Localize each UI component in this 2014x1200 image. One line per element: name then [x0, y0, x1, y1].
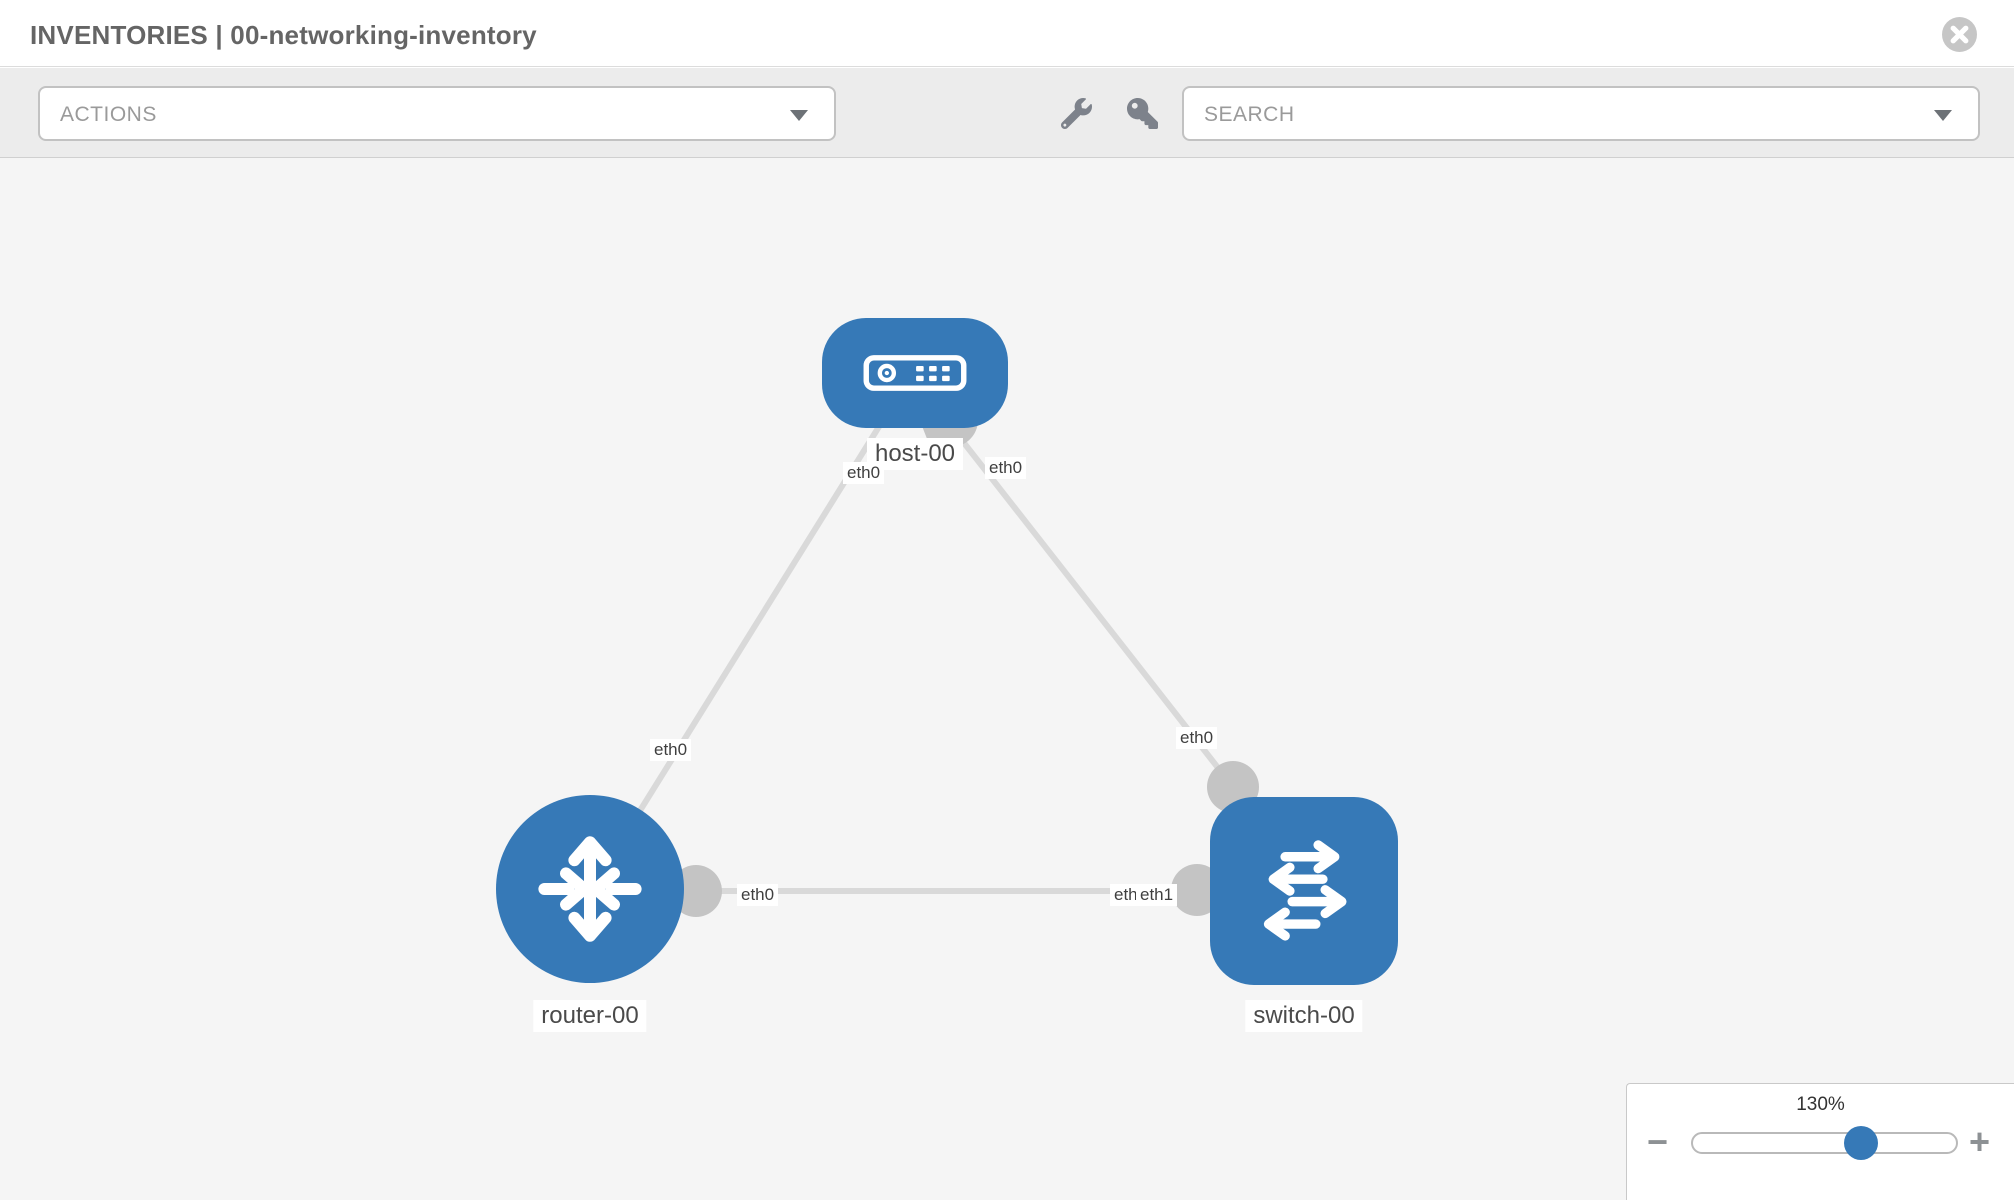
host-icon — [863, 355, 967, 391]
router-icon — [538, 836, 642, 942]
chevron-down-icon — [1934, 110, 1952, 121]
node-label-switch: switch-00 — [1245, 1000, 1363, 1032]
node-host-00[interactable] — [822, 318, 1008, 428]
interface-label-switch-left-eth1: eth1 — [1136, 884, 1178, 906]
header-bar: INVENTORIES | 00-networking-inventory — [0, 0, 2014, 67]
interface-label-host-right: eth0 — [985, 457, 1027, 479]
zoom-control-panel: 130% − + — [1626, 1083, 2014, 1200]
wrench-icon — [1060, 97, 1092, 129]
close-icon — [1950, 25, 1969, 44]
topology-canvas[interactable]: host-00 router-00 switch-00 eth0 eth0 et… — [0, 158, 2014, 1200]
interface-label-router-right: eth0 — [737, 884, 779, 906]
zoom-slider-handle[interactable] — [1844, 1126, 1878, 1160]
zoom-slider-track[interactable] — [1691, 1132, 1958, 1154]
key-icon — [1126, 97, 1158, 129]
tools-button[interactable] — [1059, 96, 1093, 130]
node-label-router: router-00 — [533, 1000, 647, 1032]
toolbar: ACTIONS SEARCH — [0, 68, 2014, 158]
close-button[interactable] — [1942, 17, 1977, 52]
topology-links-layer — [587, 393, 1304, 917]
zoom-in-button[interactable]: + — [1969, 1121, 1991, 1162]
link-host-switch[interactable] — [947, 423, 1236, 789]
chevron-down-icon — [790, 110, 808, 121]
page-title: INVENTORIES | 00-networking-inventory — [30, 20, 537, 50]
actions-dropdown-label: ACTIONS — [60, 103, 157, 126]
switch-icon — [1263, 840, 1347, 941]
search-dropdown[interactable]: SEARCH — [1182, 86, 1980, 141]
interface-label-host-left: eth0 — [843, 462, 885, 484]
node-switch-00[interactable] — [1210, 797, 1398, 985]
port-tail-host — [922, 426, 948, 449]
interface-label-switch-top: eth0 — [1176, 727, 1218, 749]
search-dropdown-label: SEARCH — [1204, 103, 1295, 126]
actions-dropdown[interactable]: ACTIONS — [38, 86, 836, 141]
interface-label-router-top: eth0 — [650, 739, 692, 761]
node-router-00[interactable] — [496, 795, 684, 983]
zoom-out-button[interactable]: − — [1647, 1121, 1669, 1162]
zoom-percentage: 130% — [1796, 1094, 1845, 1115]
credentials-button[interactable] — [1125, 96, 1159, 130]
